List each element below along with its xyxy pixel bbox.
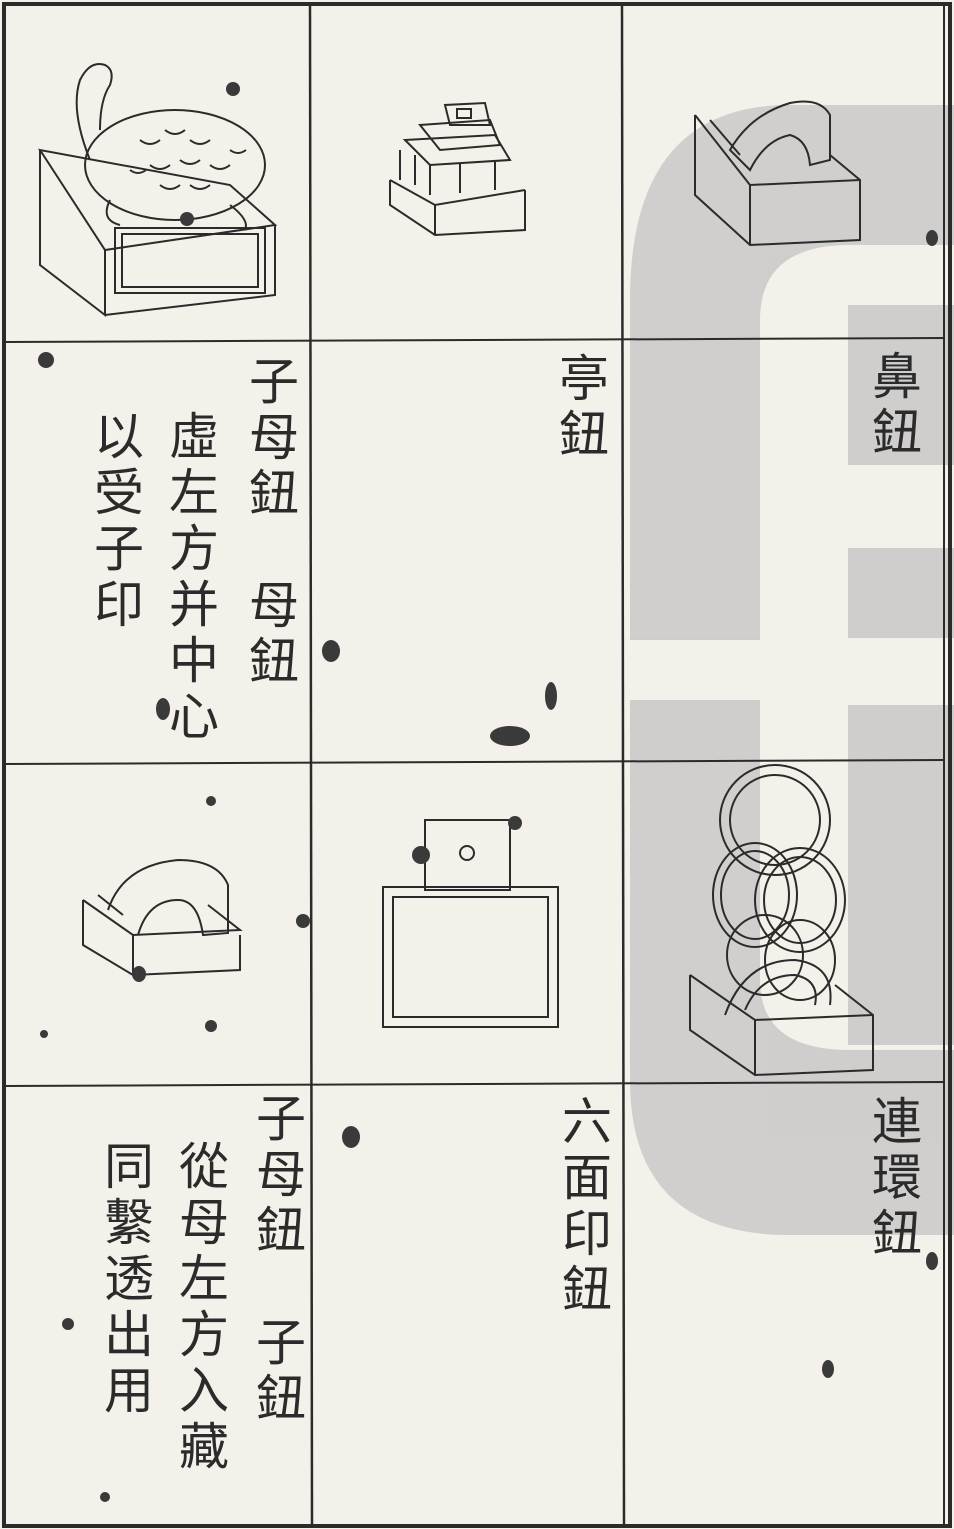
ink-spot: [206, 796, 216, 806]
six-face-seal-icon: [382, 819, 559, 1028]
ink-spot: [508, 816, 522, 830]
ink-spot: [412, 846, 430, 864]
ink-spot: [38, 352, 54, 368]
ink-spot: [926, 1252, 938, 1270]
ink-spot: [342, 1126, 360, 1148]
ink-spot: [296, 914, 310, 928]
chain-ring-seal-icon: [689, 764, 874, 1077]
ink-spot: [62, 1318, 74, 1330]
zimu-top-title: 子母鈕 母鈕: [241, 355, 299, 691]
ink-spot: [322, 640, 340, 662]
ink-spot: [40, 1030, 48, 1038]
ink-spot: [100, 1492, 110, 1502]
arch-knob-seal-icon: [82, 858, 243, 977]
ink-spot: [205, 1020, 217, 1032]
ink-spot: [926, 230, 938, 246]
liumian-niu-label: 六面印鈕: [554, 1095, 612, 1319]
ink-spot: [156, 698, 170, 720]
ink-spot: [490, 726, 530, 746]
turtle-seal-icon: [37, 63, 278, 318]
nose-knob-seal-icon: [694, 100, 861, 247]
pavilion-seal-icon: [389, 101, 526, 237]
zimu-bottom-desc2: 同繫透出用: [96, 1140, 154, 1420]
zimu-bottom-title: 子母鈕 子鈕: [248, 1092, 306, 1428]
ink-spot: [545, 682, 557, 710]
ink-spot: [180, 212, 194, 226]
zimu-top-desc2: 以受子印: [86, 410, 144, 634]
ink-spot: [822, 1360, 834, 1378]
ting-niu-label: 亭鈕: [551, 352, 609, 464]
zimu-top-desc1: 虛左方并中心: [161, 410, 219, 746]
bi-niu-label: 鼻鈕: [864, 350, 922, 462]
zimu-bottom-desc1: 從母左方入藏: [171, 1140, 229, 1476]
ink-spot: [226, 82, 240, 96]
ink-spot: [132, 966, 146, 982]
lianhuan-niu-label: 連環鈕: [864, 1095, 922, 1263]
